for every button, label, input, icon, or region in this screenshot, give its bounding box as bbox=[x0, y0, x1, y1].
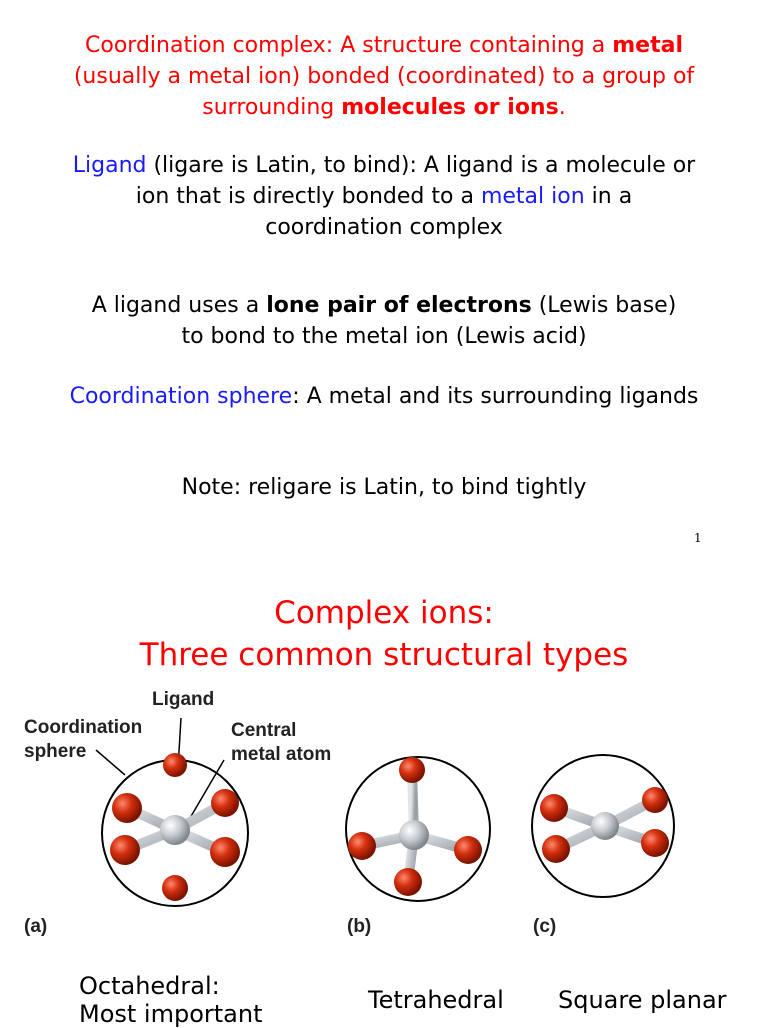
ligand-atom bbox=[540, 794, 568, 822]
slide-title-line-1: Complex ions: bbox=[274, 595, 494, 631]
ligand-def-text-4: coordination complex bbox=[265, 215, 503, 240]
ligand-def-text-2: ion that is directly bonded to a bbox=[135, 184, 481, 209]
ligand-atom bbox=[454, 836, 482, 864]
ligand-atom bbox=[163, 753, 187, 777]
tetrahedral-caption: Tetrahedral bbox=[368, 986, 504, 1014]
definition-text-2: (usually a metal ion) bonded (coordinate… bbox=[73, 64, 695, 89]
ligand-atom bbox=[348, 832, 376, 860]
molecular-structures bbox=[95, 717, 675, 907]
slide-title-line-2: Three common structural types bbox=[139, 637, 629, 673]
panel-a-label: (a) bbox=[24, 916, 48, 937]
molecules-term: molecules or ions bbox=[341, 95, 559, 120]
slide-title: Complex ions: Three common structural ty… bbox=[0, 592, 768, 676]
page-number: 1 bbox=[694, 531, 702, 545]
ligand-atom bbox=[399, 757, 425, 783]
tetrahedral-structure bbox=[345, 756, 491, 902]
central-metal-label-2: metal atom bbox=[231, 744, 332, 765]
metal-term: metal bbox=[612, 33, 683, 58]
coordination-sphere-circle-c bbox=[531, 754, 675, 898]
ligand-atom bbox=[542, 835, 570, 863]
ligand-atom bbox=[110, 835, 140, 865]
coordination-sphere-circle-b bbox=[345, 756, 491, 902]
ligand-atom bbox=[210, 837, 240, 867]
coordination-sphere-term: Coordination sphere bbox=[69, 384, 293, 409]
ligand-atom bbox=[641, 829, 669, 857]
definition-text-3: surrounding bbox=[202, 95, 342, 120]
ligand-def-text-3: in a bbox=[584, 184, 633, 209]
coordination-complex-definition: Coordination complex: A structure contai… bbox=[0, 30, 768, 123]
lone-pair-text-2: (Lewis base) bbox=[531, 293, 677, 318]
ligand-label: Ligand bbox=[152, 689, 215, 710]
lone-pair-term: lone pair of electrons bbox=[266, 293, 532, 318]
square-planar-structure bbox=[531, 754, 675, 898]
central-metal-atom bbox=[591, 812, 619, 840]
octahedral-caption-2: Most important bbox=[79, 1000, 263, 1028]
lone-pair-text-3: to bond to the metal ion (Lewis acid) bbox=[181, 324, 587, 349]
coordination-sphere-label-2: sphere bbox=[24, 741, 87, 762]
lone-pair-statement: A ligand uses a lone pair of electrons (… bbox=[0, 290, 768, 352]
ligand-atom bbox=[162, 875, 188, 901]
definition-period: . bbox=[558, 95, 566, 120]
ligand-atom bbox=[112, 793, 142, 823]
ligand-atom bbox=[394, 868, 422, 896]
ligand-term: Ligand bbox=[72, 153, 147, 178]
central-metal-atom bbox=[160, 815, 190, 845]
coordination-sphere-text: : A metal and its surrounding ligands bbox=[292, 384, 699, 409]
ligand-atom bbox=[642, 787, 668, 813]
lone-pair-text-1: A ligand uses a bbox=[91, 293, 267, 318]
ligand-def-text-1: (ligare is Latin, to bind): A ligand is … bbox=[146, 153, 696, 178]
coordination-sphere-label-1: Coordination bbox=[24, 717, 143, 738]
octahedral-structure bbox=[95, 717, 249, 907]
note: Note: religare is Latin, to bind tightly bbox=[181, 475, 587, 500]
octahedral-caption-1: Octahedral: bbox=[79, 972, 220, 1000]
ligand-definition: Ligand (ligare is Latin, to bind): A lig… bbox=[0, 150, 768, 243]
sphere-pointer bbox=[95, 749, 126, 776]
panel-b-label: (b) bbox=[347, 916, 372, 937]
ligand-atom bbox=[211, 789, 239, 817]
panel-c-label: (c) bbox=[533, 916, 557, 937]
central-metal-label-1: Central bbox=[231, 720, 297, 741]
square-planar-caption: Square planar bbox=[558, 986, 727, 1014]
central-metal-atom bbox=[399, 820, 429, 850]
coordination-sphere-definition: Coordination sphere: A metal and its sur… bbox=[0, 381, 768, 412]
definition-text-1: Coordination complex: A structure contai… bbox=[85, 33, 613, 58]
metal-ion-term: metal ion bbox=[480, 184, 585, 209]
